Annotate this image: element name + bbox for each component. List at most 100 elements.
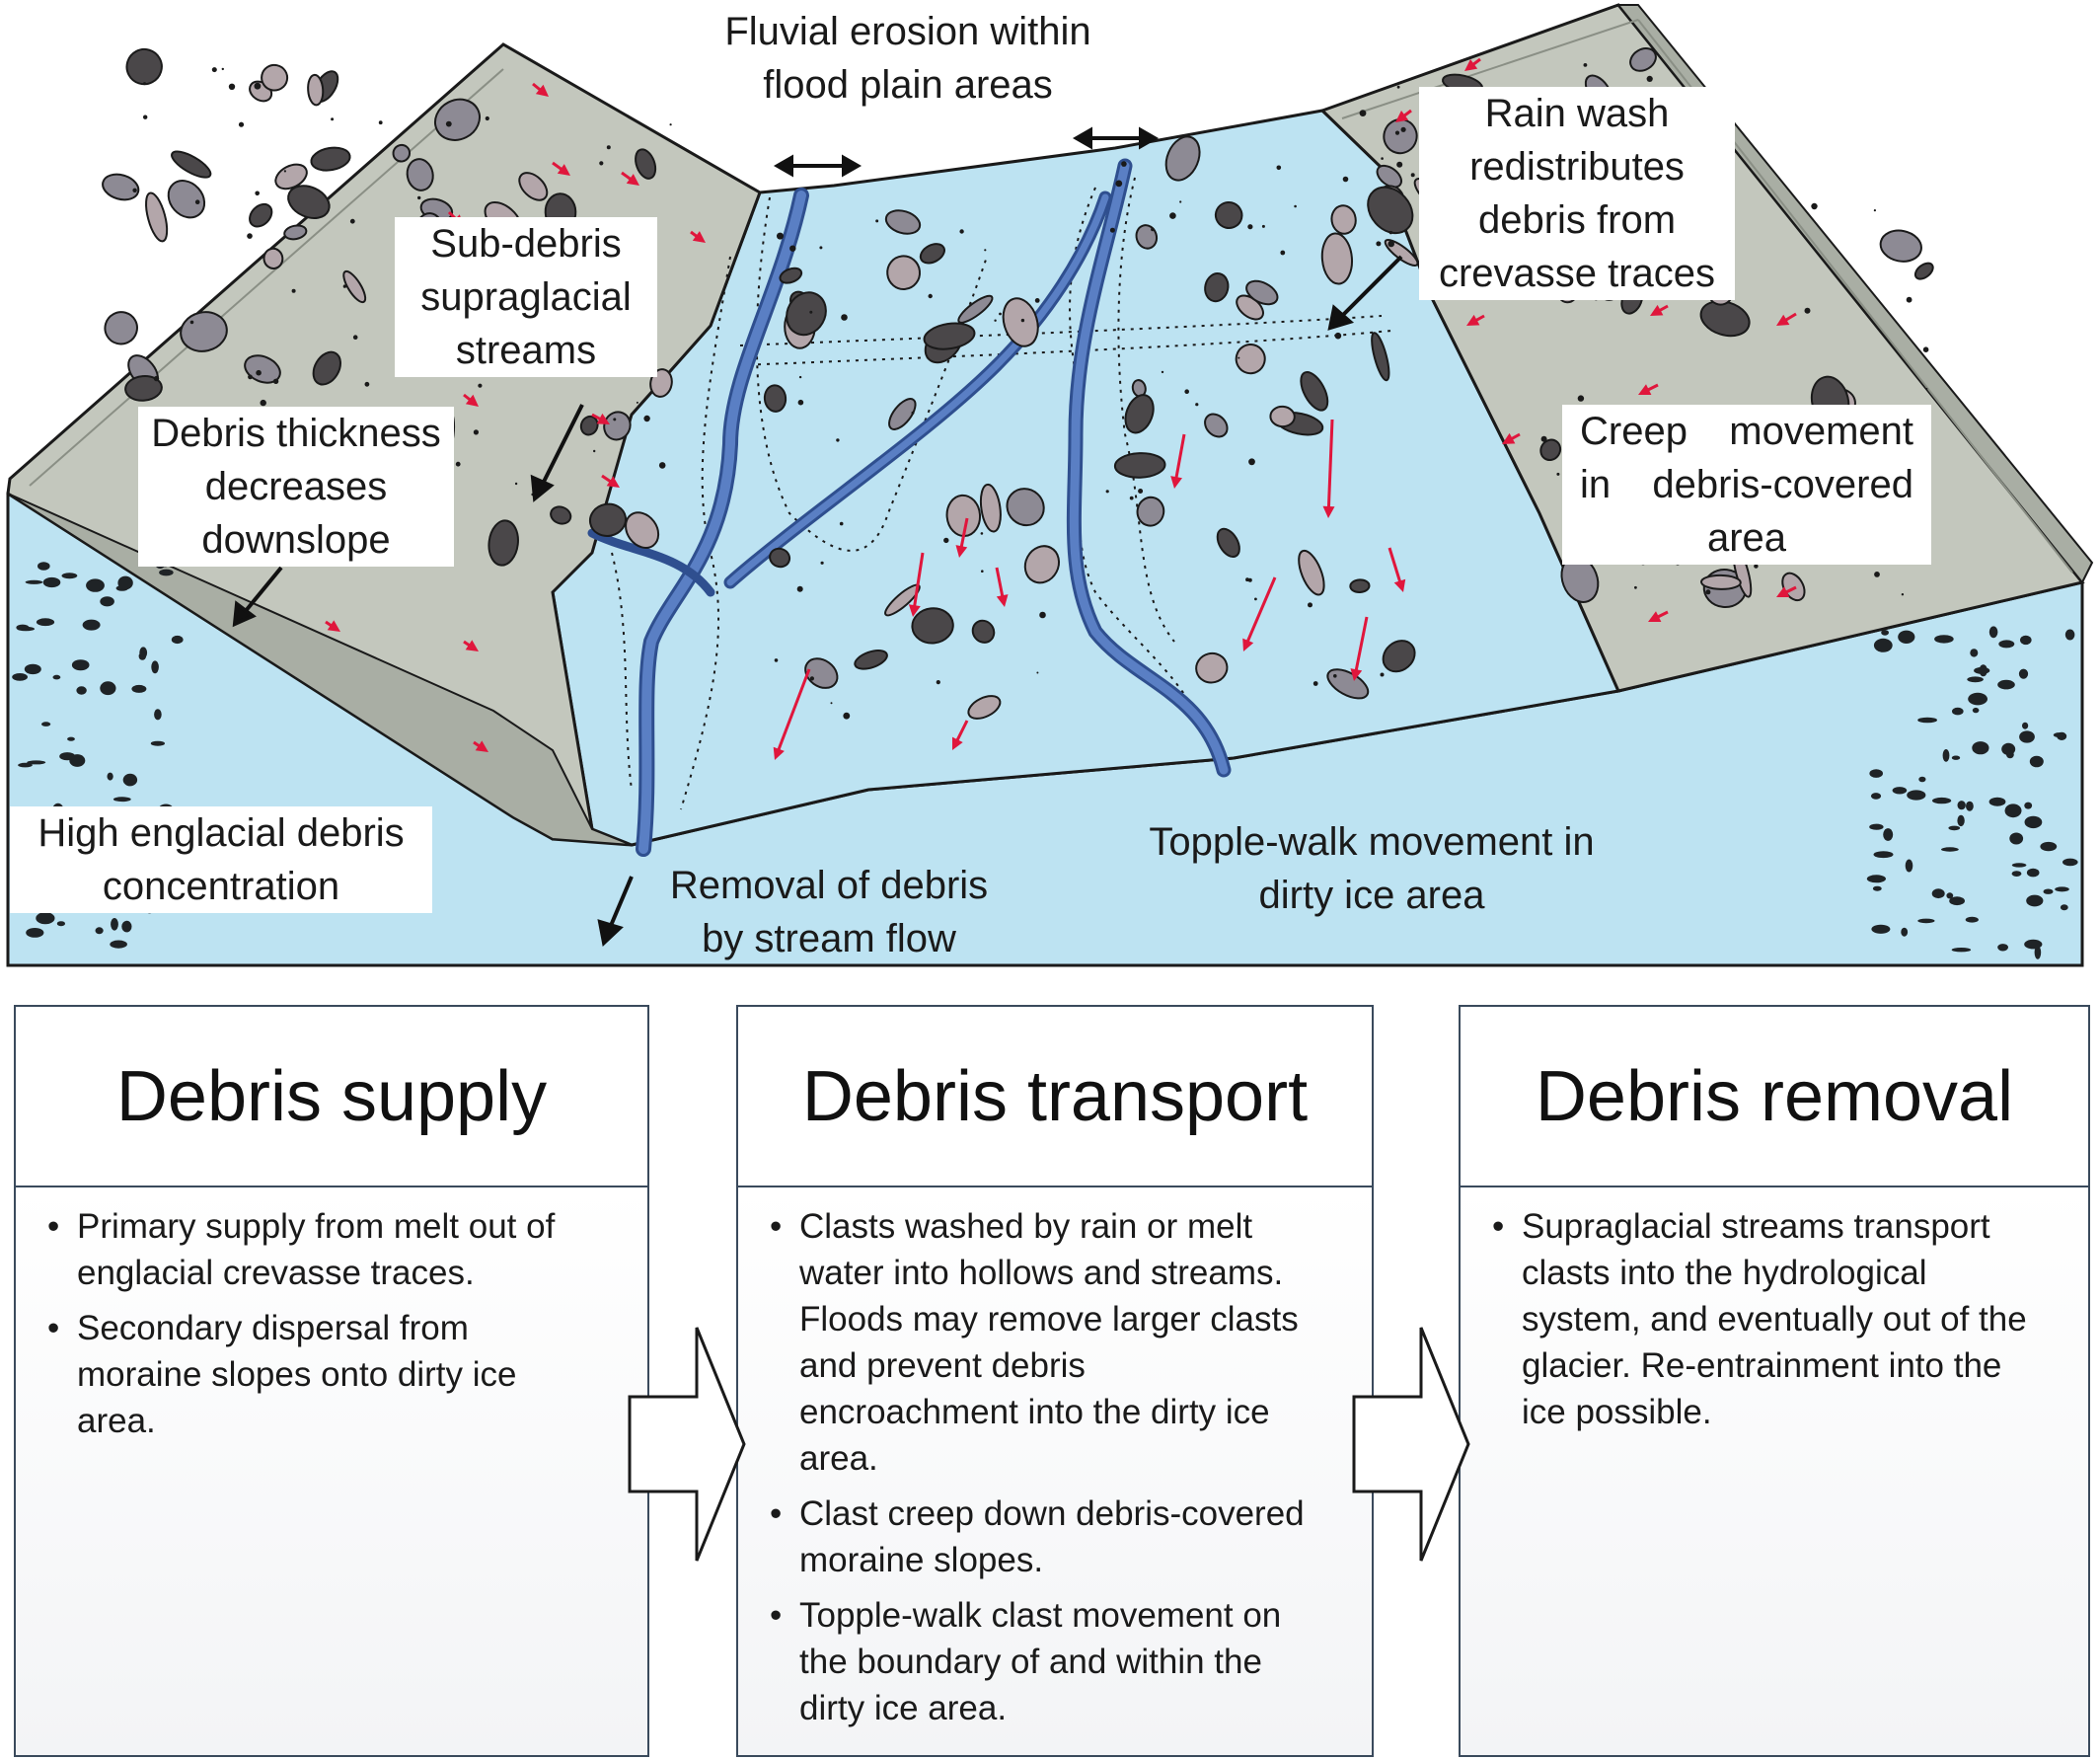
movement-arrow <box>1326 419 1334 511</box>
grain <box>1151 227 1155 232</box>
grain <box>1308 602 1312 608</box>
clast <box>1376 164 1403 189</box>
englacial-clast <box>2022 722 2029 729</box>
movement-arrowhead <box>626 174 639 186</box>
englacial-clast <box>1951 948 1972 953</box>
movement-arrowhead <box>596 413 610 424</box>
bullet-item: Primary supply from melt out of englacia… <box>45 1203 624 1296</box>
movement-arrowhead <box>535 84 549 97</box>
panel-body: Clasts washed by rain or melt water into… <box>738 1187 1372 1755</box>
grain <box>228 83 236 91</box>
grain <box>1105 490 1109 494</box>
grain <box>417 195 421 200</box>
bullet-item: Secondary dispersal from moraine slopes … <box>45 1305 624 1444</box>
clast <box>1349 578 1371 594</box>
grain <box>256 369 262 376</box>
label-high-englacial: High englacial debris concentration <box>10 806 432 913</box>
clast <box>283 224 308 241</box>
englacial-clast <box>1918 776 1926 783</box>
clast <box>1214 200 1243 230</box>
grain <box>445 120 452 127</box>
grain <box>247 233 253 239</box>
grain <box>255 191 261 196</box>
englacial-clast <box>2029 755 2044 768</box>
clast <box>1371 332 1390 382</box>
grain <box>1138 489 1144 494</box>
movement-arrowhead <box>327 620 340 632</box>
movement-arrow <box>1173 433 1186 482</box>
englacial-clast <box>1998 640 2015 649</box>
movement-arrowhead <box>557 164 570 176</box>
grain <box>1121 161 1127 167</box>
englacial-clast <box>2024 815 2043 829</box>
englacial-clast <box>1997 679 2015 690</box>
grain <box>1556 472 1560 476</box>
englacial-clast <box>1988 797 2006 806</box>
clast <box>1269 405 1296 428</box>
movement-arrow <box>959 517 969 551</box>
grain <box>1583 63 1588 67</box>
englacial-clast <box>1970 649 1979 657</box>
englacial-clast <box>2053 732 2065 738</box>
bullet-item: Clast creep down debris-covered moraine … <box>768 1491 1348 1583</box>
englacial-clast <box>1972 741 1989 755</box>
clast <box>769 547 791 569</box>
englacial-clast <box>27 760 46 765</box>
englacial-clast <box>1951 755 1961 760</box>
grain <box>1294 204 1297 208</box>
englacial-clast <box>41 722 51 727</box>
grain <box>943 537 949 544</box>
clast <box>124 375 163 402</box>
label-rain-wash: Rain wash redistributes debris from crev… <box>1419 87 1735 300</box>
panel-debris-transport: Debris transport Clasts washed by rain o… <box>736 1005 1374 1757</box>
movement-arrowhead <box>1776 586 1790 597</box>
grain <box>936 680 940 685</box>
flow-arrow-transport-to-removal <box>1352 1327 1470 1562</box>
englacial-clast <box>71 659 90 671</box>
bullet-item: Supraglacial streams transport clasts in… <box>1490 1203 2064 1435</box>
grain <box>984 249 987 252</box>
englacial-clast <box>86 578 105 592</box>
englacial-clast <box>138 651 146 660</box>
clast <box>1135 224 1159 250</box>
panel-body: Supraglacial streams transport clasts in… <box>1461 1187 2088 1755</box>
grain <box>514 482 518 486</box>
englacial-clast <box>2011 863 2027 868</box>
englacial-clast <box>1957 801 1966 810</box>
englacial-clast <box>1957 814 1965 827</box>
englacial-clast <box>12 673 28 681</box>
clast <box>786 291 827 337</box>
grain <box>1359 110 1367 116</box>
englacial-clast <box>95 927 104 935</box>
englacial-clast <box>122 773 138 787</box>
grain <box>1129 496 1134 500</box>
clast <box>104 311 138 345</box>
englacial-clast <box>24 663 41 675</box>
movement-arrowhead <box>465 640 479 651</box>
clast <box>167 180 206 219</box>
rainwash-pointer <box>1340 255 1403 318</box>
clast <box>488 519 519 567</box>
englacial-clast <box>1866 875 1886 883</box>
grain <box>1705 589 1711 595</box>
englacial-clast <box>121 920 132 933</box>
clast <box>171 150 212 179</box>
grain <box>911 411 915 415</box>
grain <box>1109 227 1115 233</box>
englacial-clast <box>1949 896 1965 906</box>
grain <box>1245 577 1249 582</box>
movement-arrowhead <box>475 740 488 752</box>
movement-arrow <box>954 720 969 744</box>
englacial-clast <box>111 918 118 931</box>
clast <box>434 98 481 141</box>
grain <box>613 418 617 421</box>
grain <box>1388 240 1394 248</box>
clast <box>779 267 803 284</box>
englacial-clast <box>2019 730 2035 743</box>
englacial-clast <box>1942 749 1950 762</box>
grain <box>789 245 796 252</box>
clast <box>102 173 140 201</box>
englacial-clast <box>1972 707 1980 714</box>
clast <box>244 354 281 384</box>
clast <box>1124 394 1155 434</box>
